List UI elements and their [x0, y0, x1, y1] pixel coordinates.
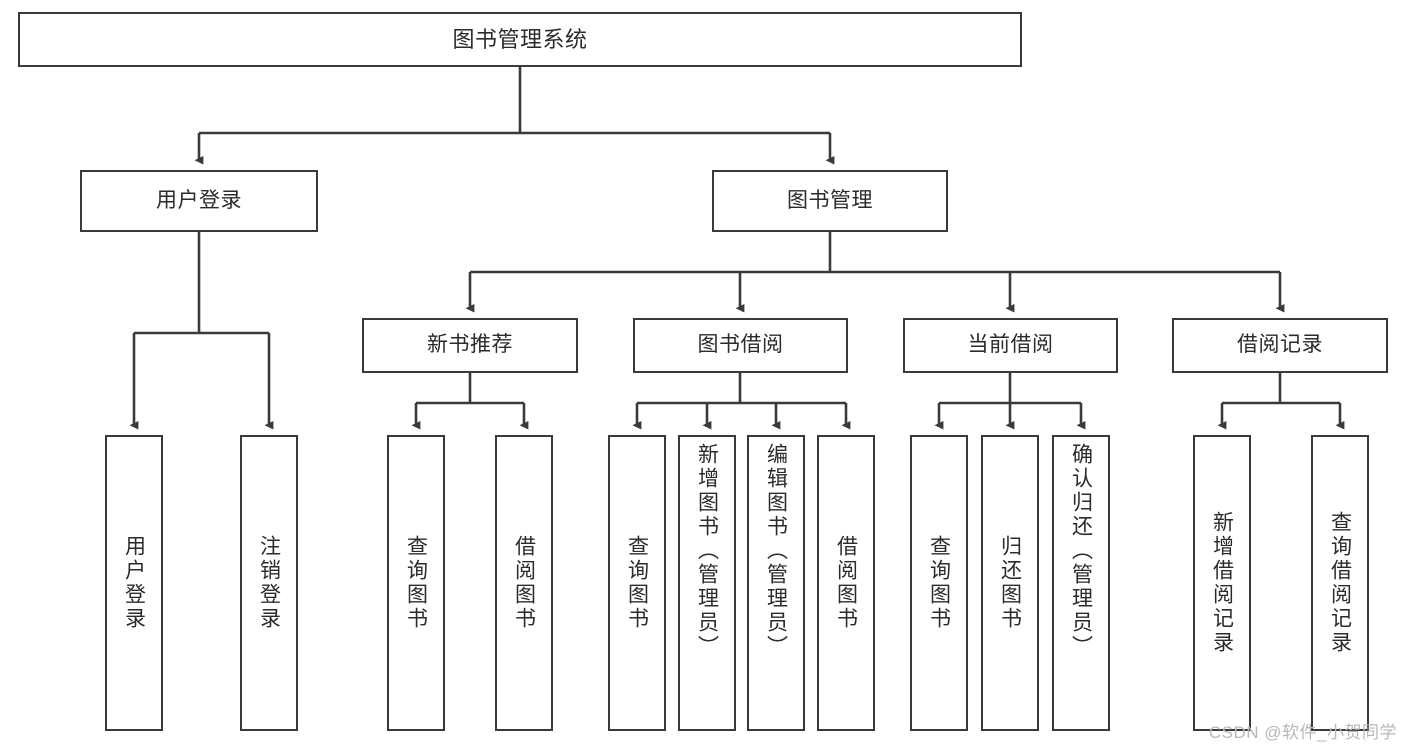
node-user-login[interactable]: 用户登录	[80, 170, 318, 232]
leaf-new-book-query[interactable]: 查询图书	[387, 435, 445, 731]
node-label: 借阅记录	[1237, 333, 1323, 357]
leaf-book-borrow-edit[interactable]: 编辑图书（管理员）	[747, 435, 805, 731]
node-label: 查询图书	[404, 535, 428, 631]
node-label: 注销登录	[257, 535, 281, 631]
leaf-current-borrow-confirm-return[interactable]: 确认归还（管理员）	[1052, 435, 1110, 731]
leaf-borrow-record-query[interactable]: 查询借阅记录	[1311, 435, 1369, 731]
node-new-book-recommend[interactable]: 新书推荐	[362, 318, 578, 373]
node-label: 新增借阅记录	[1210, 511, 1234, 655]
node-borrow-records[interactable]: 借阅记录	[1172, 318, 1388, 373]
node-label: 图书管理	[787, 188, 873, 212]
node-label: 归还图书	[998, 535, 1022, 631]
leaf-book-borrow-query[interactable]: 查询图书	[608, 435, 666, 731]
node-label: 新增图书（管理员）	[695, 443, 719, 659]
node-label: 查询图书	[625, 535, 649, 631]
node-label: 用户登录	[156, 188, 242, 212]
leaf-user-login-login[interactable]: 用户登录	[105, 435, 163, 731]
leaf-current-borrow-return[interactable]: 归还图书	[981, 435, 1039, 731]
node-book-borrow[interactable]: 图书借阅	[633, 318, 848, 373]
node-label: 图书借阅	[697, 333, 784, 357]
node-label: 确认归还（管理员）	[1069, 443, 1093, 659]
node-label: 借阅图书	[512, 535, 536, 631]
node-label: 用户登录	[122, 535, 146, 631]
node-label: 图书管理系统	[452, 26, 588, 52]
node-label: 查询图书	[927, 535, 951, 631]
leaf-current-borrow-query[interactable]: 查询图书	[910, 435, 968, 731]
node-label: 编辑图书（管理员）	[764, 443, 788, 659]
leaf-book-borrow-borrow[interactable]: 借阅图书	[817, 435, 875, 731]
node-label: 新书推荐	[427, 333, 513, 357]
node-root-library-system[interactable]: 图书管理系统	[18, 12, 1022, 67]
leaf-new-book-borrow[interactable]: 借阅图书	[495, 435, 553, 731]
node-label: 查询借阅记录	[1328, 511, 1352, 655]
leaf-borrow-record-add[interactable]: 新增借阅记录	[1193, 435, 1251, 731]
watermark-text: CSDN @软件_小贺同学	[1208, 723, 1397, 742]
leaf-book-borrow-add[interactable]: 新增图书（管理员）	[678, 435, 736, 731]
node-label: 借阅图书	[834, 535, 858, 631]
leaf-user-login-logout[interactable]: 注销登录	[240, 435, 298, 731]
node-label: 当前借阅	[967, 333, 1054, 357]
node-current-borrow[interactable]: 当前借阅	[903, 318, 1118, 373]
node-book-management[interactable]: 图书管理	[712, 170, 948, 232]
